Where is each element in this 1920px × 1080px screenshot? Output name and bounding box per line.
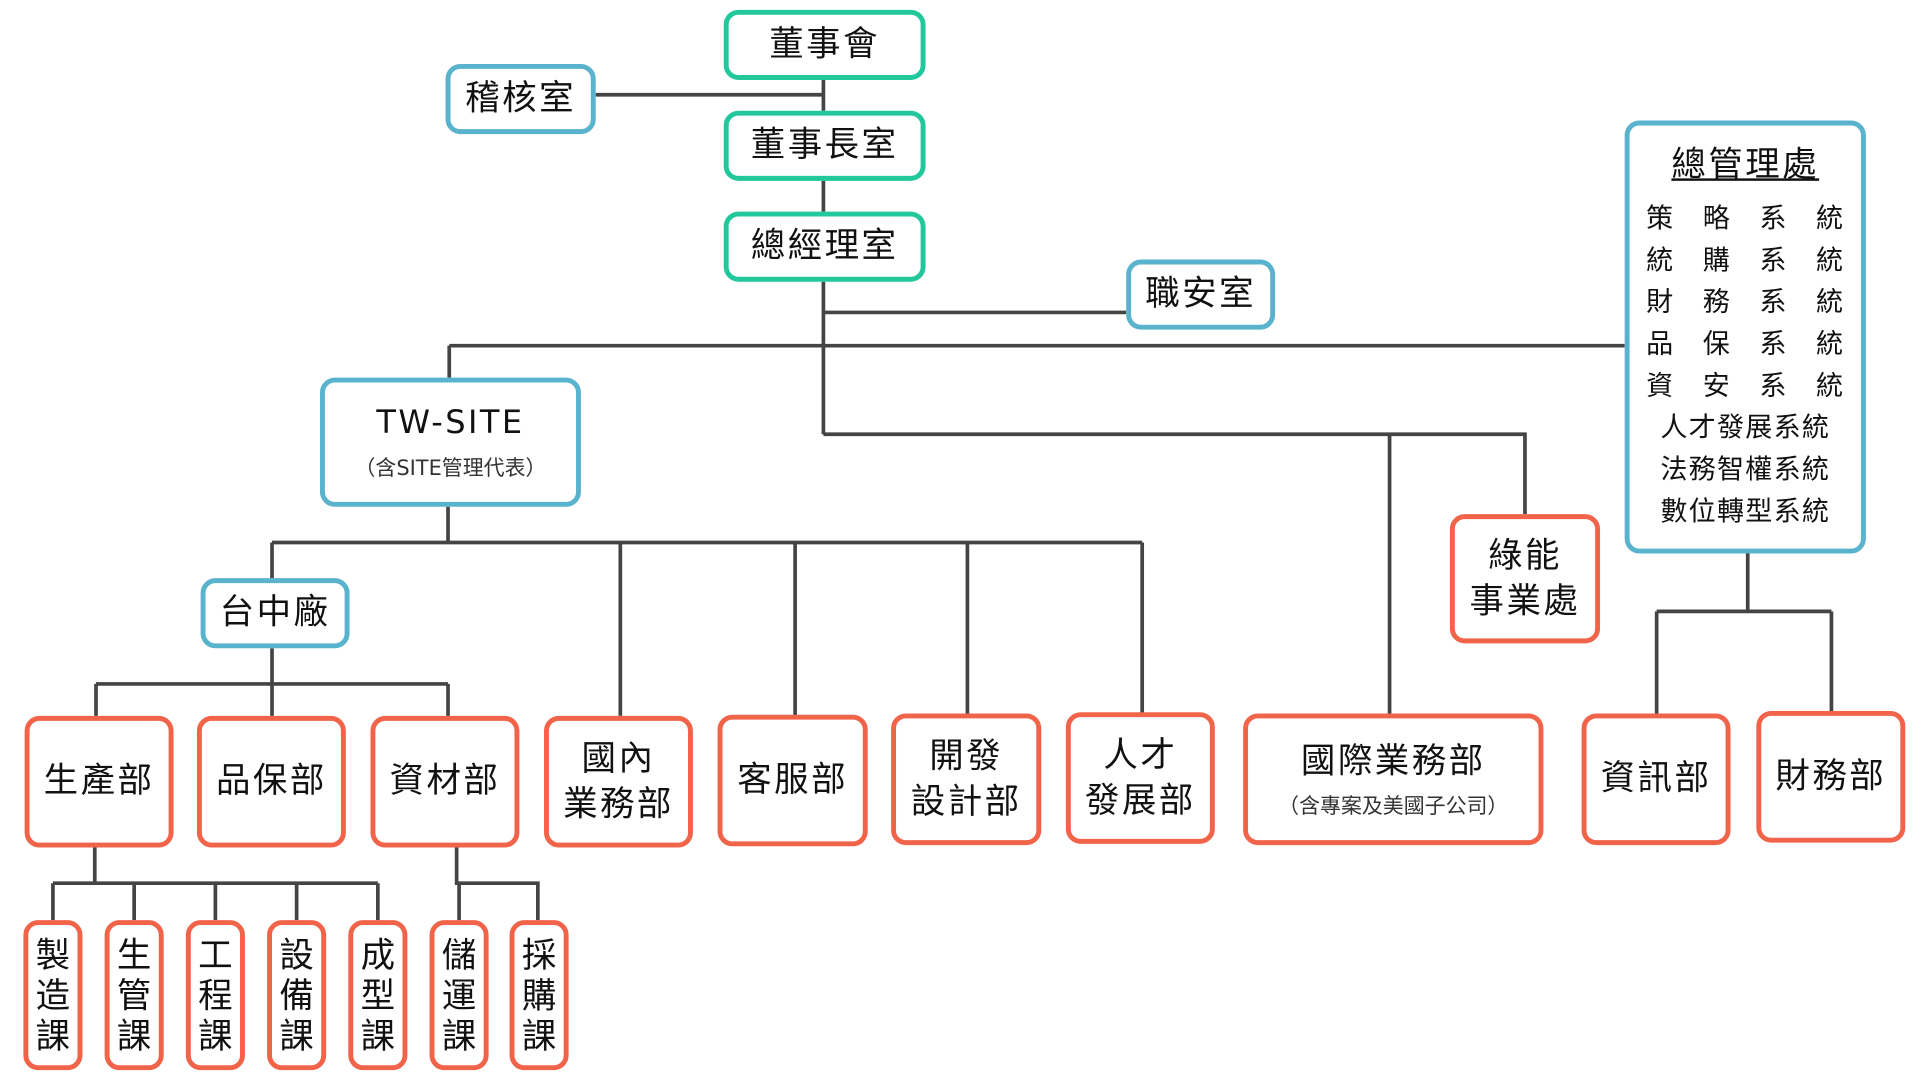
- president-label: 總經理室: [750, 225, 899, 267]
- it-dept[interactable]: 資訊部: [1581, 713, 1731, 846]
- admin-system: 法務智權系統: [1660, 455, 1831, 487]
- section-box[interactable]: 工程課: [185, 920, 245, 1071]
- green-label-1: 綠能: [1488, 535, 1562, 576]
- finance-dept[interactable]: 財務部: [1756, 710, 1906, 843]
- talent-label-1: 人才: [1103, 734, 1178, 776]
- admin-system: 統 購 系 統: [1646, 246, 1845, 278]
- domestic-label-2: 業務部: [563, 782, 674, 824]
- section-box[interactable]: 製造課: [23, 920, 83, 1071]
- production-dept[interactable]: 生產部: [24, 715, 174, 848]
- section-box[interactable]: 採購課: [509, 920, 569, 1071]
- intl-sales-dept[interactable]: 國際業務部 （含專案及美國子公司）: [1243, 713, 1544, 846]
- section-label: 製造課: [35, 934, 71, 1057]
- section-label: 設備課: [279, 934, 314, 1057]
- section-label: 工程課: [198, 934, 233, 1057]
- tw-site-title: TW-SITE: [376, 404, 525, 442]
- board-box[interactable]: 董事會: [723, 9, 926, 80]
- admin-box[interactable]: 總管理處 策 略 系 統 統 購 系 統 財 務 系 統 品 保 系 統 資 安…: [1624, 120, 1866, 554]
- admin-system: 財 務 系 統: [1646, 288, 1845, 320]
- talent-label-2: 發展部: [1084, 779, 1196, 820]
- tw-site-subtitle: （含SITE管理代表）: [354, 456, 547, 481]
- intl-subtitle: （含專案及美國子公司）: [1278, 794, 1509, 820]
- admin-title: 總管理處: [1671, 143, 1820, 185]
- green-energy-box[interactable]: 綠能事業處: [1449, 514, 1601, 644]
- audit-label: 稽核室: [465, 77, 577, 119]
- admin-system: 資 安 系 統: [1646, 371, 1845, 403]
- tw-site-box[interactable]: TW-SITE （含SITE管理代表）: [320, 377, 581, 507]
- intl-title: 國際業務部: [1300, 740, 1486, 781]
- green-label-2: 事業處: [1469, 579, 1581, 621]
- audit-box[interactable]: 稽核室: [445, 63, 596, 135]
- section-label: 成型課: [360, 934, 396, 1057]
- production-label: 生產部: [43, 760, 155, 802]
- design-dept[interactable]: 開發設計部: [891, 713, 1042, 846]
- domestic-sales-dept[interactable]: 國內業務部: [544, 715, 693, 848]
- board-label: 董事會: [769, 23, 881, 65]
- section-label: 採購課: [521, 934, 557, 1057]
- section-box[interactable]: 設備課: [267, 920, 327, 1071]
- chairman-box[interactable]: 董事長室: [723, 110, 926, 181]
- president-box[interactable]: 總經理室: [723, 211, 926, 282]
- domestic-label-1: 國內: [581, 738, 656, 779]
- service-dept[interactable]: 客服部: [717, 714, 868, 847]
- taichung-box[interactable]: 台中廠: [200, 578, 350, 649]
- it-label: 資訊部: [1600, 758, 1712, 799]
- section-label: 儲運課: [441, 934, 477, 1057]
- materials-label: 資材部: [389, 760, 501, 802]
- design-label-1: 開發: [929, 735, 1004, 777]
- section-box[interactable]: 生管課: [104, 920, 164, 1071]
- safety-box[interactable]: 職安室: [1126, 259, 1276, 330]
- talent-dept[interactable]: 人才發展部: [1065, 712, 1215, 844]
- admin-system: 品 保 系 統: [1646, 330, 1845, 361]
- admin-system: 數位轉型系統: [1660, 497, 1831, 529]
- chairman-label: 董事長室: [750, 124, 899, 166]
- admin-system: 人才發展系統: [1660, 413, 1831, 445]
- qa-dept[interactable]: 品保部: [196, 715, 346, 848]
- section-box[interactable]: 成型課: [348, 920, 408, 1071]
- safety-label: 職安室: [1145, 273, 1257, 315]
- admin-system: 策 略 系 統: [1646, 204, 1845, 236]
- service-label: 客服部: [737, 759, 849, 800]
- qa-label: 品保部: [215, 760, 327, 802]
- finance-label: 財務部: [1775, 755, 1887, 797]
- taichung-label: 台中廠: [219, 592, 331, 633]
- section-label: 生管課: [116, 934, 152, 1057]
- materials-dept[interactable]: 資材部: [370, 715, 520, 848]
- design-label-2: 設計部: [910, 780, 1022, 822]
- section-box[interactable]: 儲運課: [429, 920, 489, 1071]
